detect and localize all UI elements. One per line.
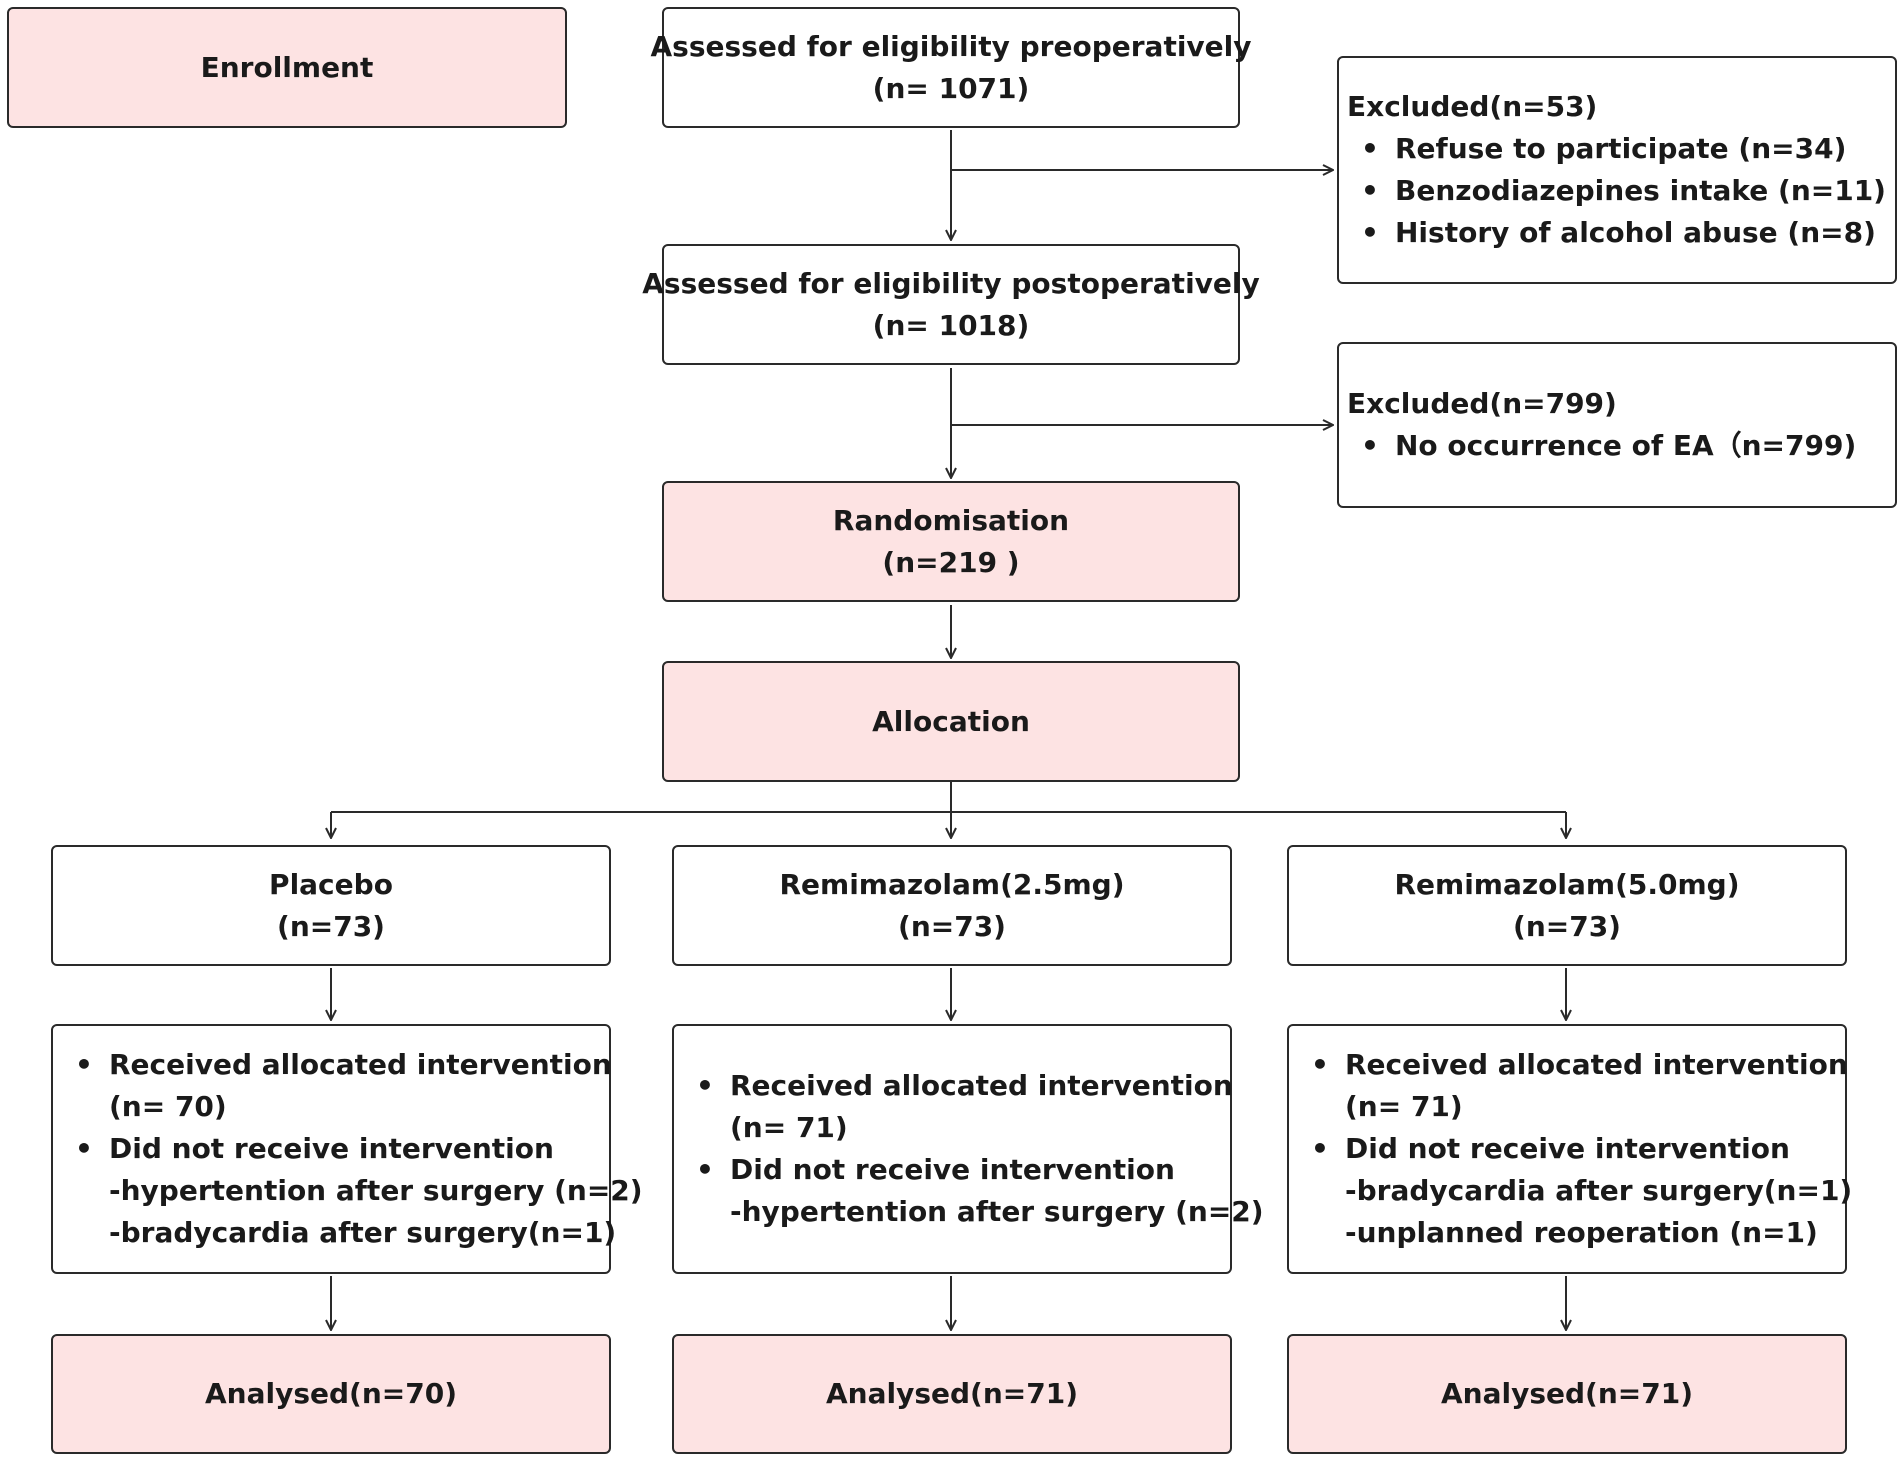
received-count: (n= 70) (109, 1090, 227, 1123)
reason-item: -bradycardia after surgery(n=1) (1345, 1174, 1853, 1207)
randomisation-label: Randomisation (832, 503, 1070, 537)
arm-count: (n=73) (277, 909, 385, 943)
analysed-placebo-box: Analysed(n=70) (51, 1334, 611, 1454)
excluded1-item: Benzodiazepines intake (n=11) (1347, 170, 1895, 212)
arm-count: (n=73) (898, 909, 1006, 943)
randomisation-box: Randomisation (n=219 ) (662, 481, 1240, 602)
reason-item: -hypertention after surgery (n=2) (109, 1174, 643, 1207)
intervention-remi25-box: Received allocated intervention (n= 71) … (672, 1024, 1264, 1274)
assess-post-box: Assessed for eligibility postoperatively… (642, 244, 1260, 365)
randomisation-count: (n=219 ) (882, 545, 1020, 579)
enrollment-label: Enrollment (200, 50, 374, 84)
intervention-remi50-box: Received allocated intervention (n= 71) … (1287, 1024, 1853, 1274)
assess-post-count: (n= 1018) (872, 308, 1030, 342)
analysed-label: Analysed(n=71) (1441, 1377, 1693, 1410)
analysed-remi50-box: Analysed(n=71) (1287, 1334, 1847, 1454)
assess-pre-box: Assessed for eligibility preoperatively … (651, 7, 1252, 128)
received-count: (n= 71) (730, 1111, 848, 1144)
received-count: (n= 71) (1345, 1090, 1463, 1123)
excluded1-item: Refuse to participate (n=34) (1347, 128, 1895, 170)
excluded2-item: No occurrence of EA（n=799) (1347, 425, 1895, 467)
not-received-label: Did not receive intervention (682, 1149, 1230, 1191)
allocation-box: Allocation (662, 661, 1240, 782)
excluded2-title: Excluded(n=799) (1347, 387, 1617, 420)
arm-placebo-box: Placebo (n=73) (51, 845, 611, 966)
excluded2-box: Excluded(n=799) No occurrence of EA（n=79… (1337, 342, 1897, 508)
analysed-label: Analysed(n=71) (826, 1377, 1078, 1410)
excluded1-item: History of alcohol abuse (n=8) (1347, 212, 1895, 254)
analysed-remi25-box: Analysed(n=71) (672, 1334, 1232, 1454)
arm-remi25-box: Remimazolam(2.5mg) (n=73) (672, 845, 1232, 966)
assess-post-label: Assessed for eligibility postoperatively (642, 266, 1260, 300)
allocation-label: Allocation (872, 704, 1030, 738)
assess-pre-label: Assessed for eligibility preoperatively (650, 29, 1252, 63)
reason-item: -bradycardia after surgery(n=1) (109, 1216, 617, 1249)
excluded1-box: Excluded(n=53) Refuse to participate (n=… (1337, 56, 1897, 284)
intervention-placebo-box: Received allocated intervention (n= 70) … (51, 1024, 643, 1274)
reason-item: -unplanned reoperation (n=1) (1345, 1216, 1818, 1249)
excluded1-title: Excluded(n=53) (1347, 90, 1598, 123)
received-label: Received allocated intervention (682, 1065, 1233, 1107)
received-label: Received allocated intervention (1297, 1044, 1848, 1086)
reason-item: -hypertention after surgery (n=2) (730, 1195, 1264, 1228)
received-label: Received allocated intervention (61, 1044, 612, 1086)
not-received-label: Did not receive intervention (61, 1128, 609, 1170)
arm-name: Remimazolam(5.0mg) (1394, 867, 1740, 901)
not-received-label: Did not receive intervention (1297, 1128, 1845, 1170)
arm-name: Remimazolam(2.5mg) (779, 867, 1125, 901)
analysed-label: Analysed(n=70) (205, 1377, 457, 1410)
arm-name: Placebo (269, 867, 393, 901)
arm-remi50-box: Remimazolam(5.0mg) (n=73) (1287, 845, 1847, 966)
enrollment-box: Enrollment (7, 7, 567, 128)
arm-count: (n=73) (1513, 909, 1621, 943)
assess-pre-count: (n= 1071) (872, 71, 1030, 105)
